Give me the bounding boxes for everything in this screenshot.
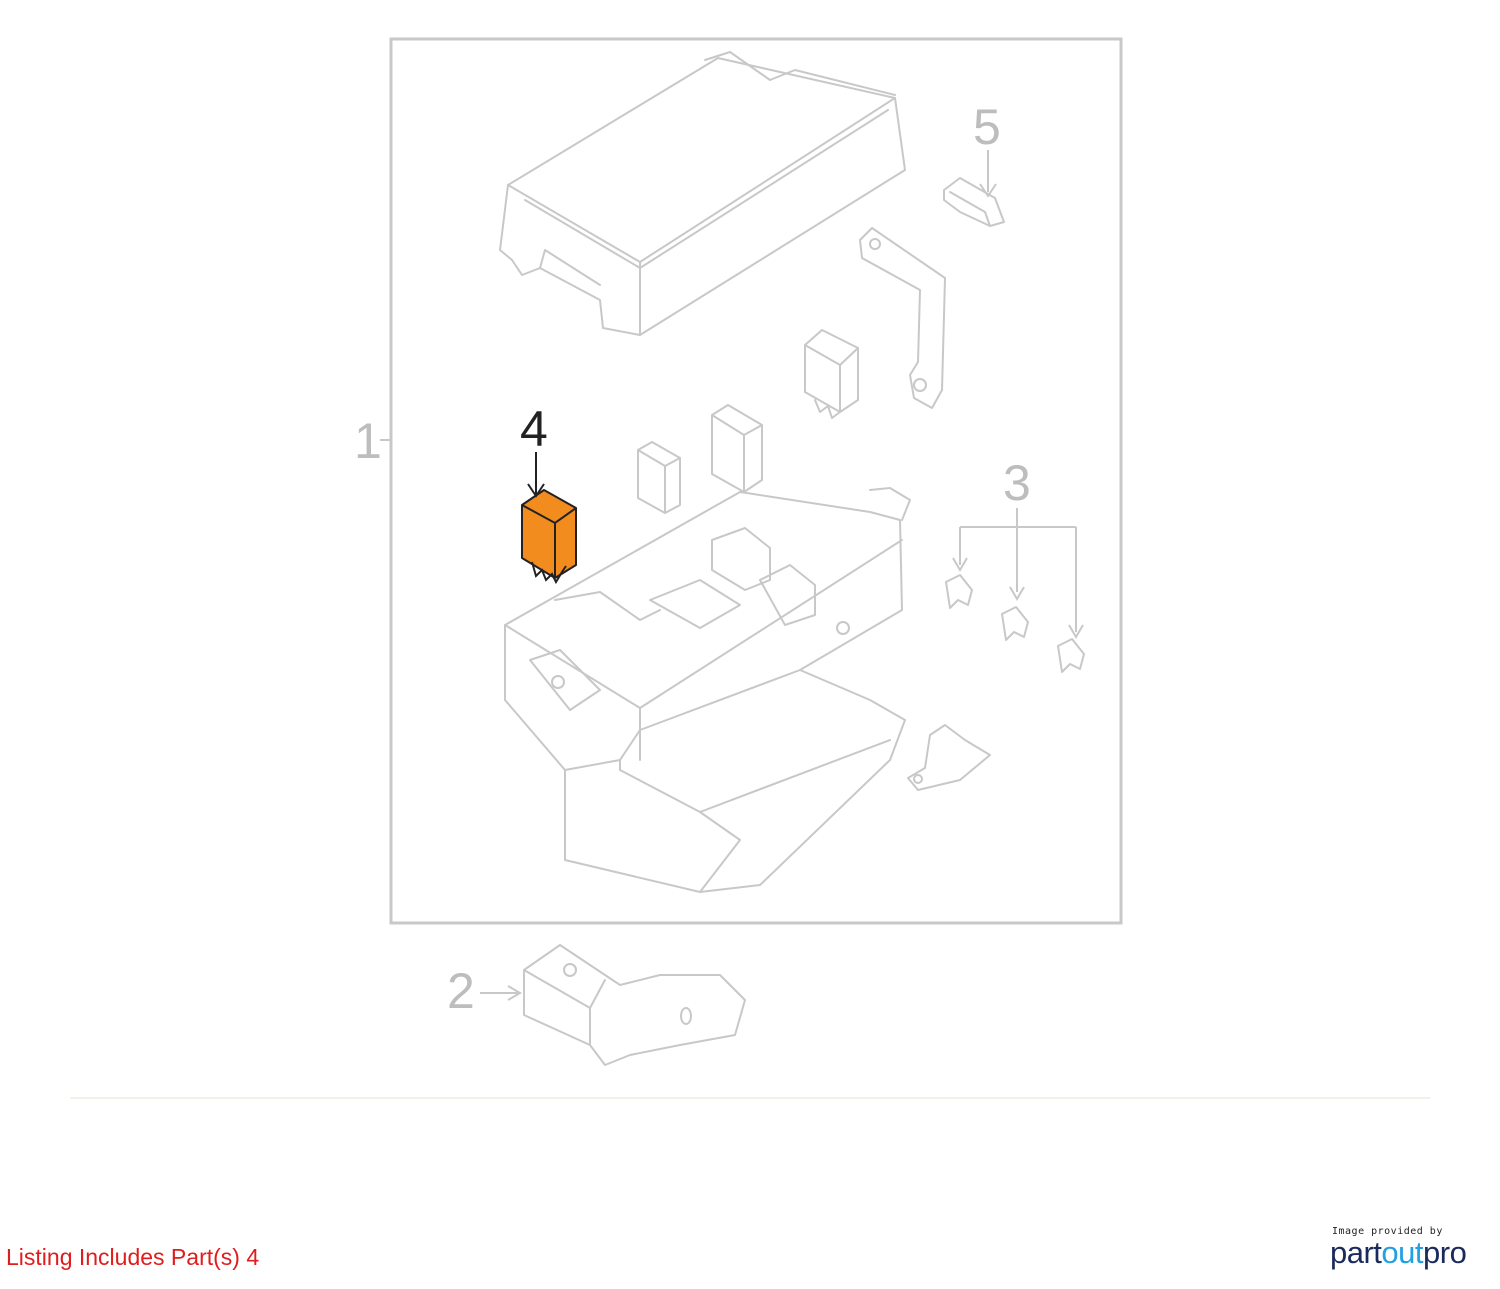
- image-credit: Image provided by partoutpro: [1330, 1226, 1490, 1269]
- logo-out: out: [1381, 1235, 1424, 1270]
- relay-grey: [804, 329, 859, 419]
- listing-caption: Listing Includes Part(s) 4: [6, 1244, 260, 1270]
- part-4-relay-highlighted: [521, 489, 577, 585]
- part-3-clips: [945, 574, 1085, 673]
- fuse-grey-large: [711, 404, 763, 493]
- ground-strap: [859, 227, 946, 409]
- partoutpro-logo: partoutpro: [1330, 1237, 1490, 1269]
- callout-4: 4: [520, 401, 548, 457]
- fuse-box-cover: [499, 51, 906, 336]
- callout-1: 1: [354, 413, 382, 469]
- callout-2: 2: [447, 963, 475, 1019]
- logo-part: part: [1330, 1235, 1382, 1270]
- assembly-frame: [389, 37, 1123, 925]
- mount-bracket-right: [907, 724, 991, 791]
- fuse-grey-small: [637, 441, 681, 514]
- fuse-box-base: [504, 487, 911, 893]
- part-2-bracket: [523, 944, 746, 1066]
- callout-5: 5: [973, 99, 1001, 155]
- part-5-clip: [943, 177, 1005, 227]
- credit-small-text: Image provided by: [1332, 1226, 1443, 1237]
- callout-3: 3: [1003, 455, 1031, 511]
- logo-pro: pro: [1423, 1235, 1467, 1270]
